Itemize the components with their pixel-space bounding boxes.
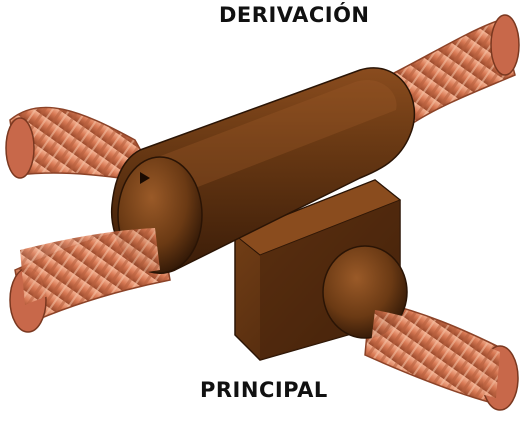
branch-cable-end-left [6,118,34,178]
branch-cable-end-right [491,15,519,75]
main-label: PRINCIPAL [200,378,328,402]
branch-label: DERIVACIÓN [219,3,370,27]
